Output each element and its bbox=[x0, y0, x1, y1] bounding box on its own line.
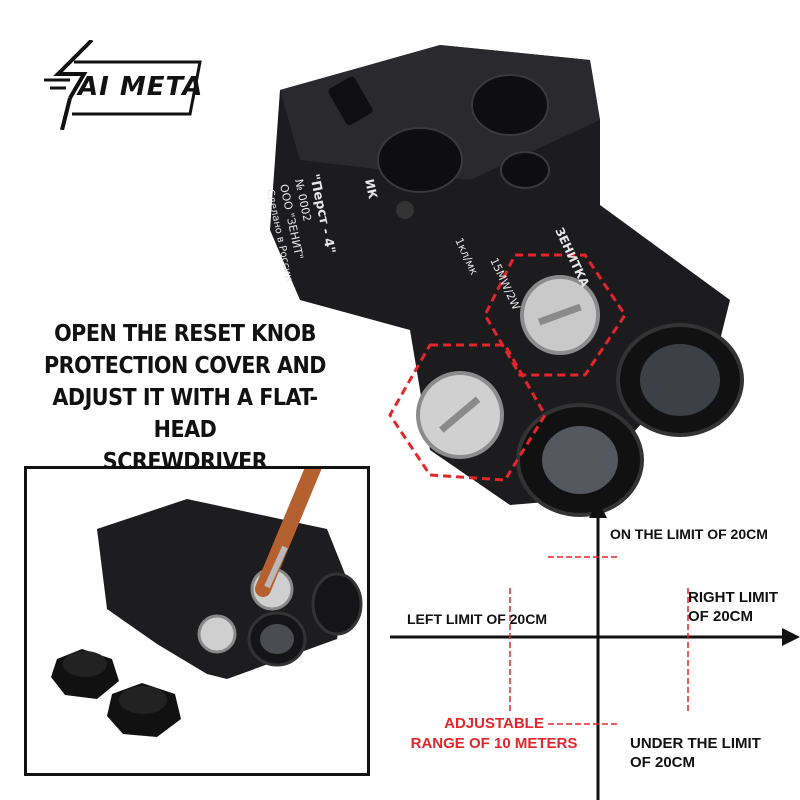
bottom-limit-label: UNDER THE LIMIT OF 20CM bbox=[630, 734, 761, 772]
instruction-text: OPEN THE RESET KNOB PROTECTION COVER AND… bbox=[40, 318, 330, 478]
adjustable-range-label: ADJUSTABLE RANGE OF 10 METERS bbox=[404, 714, 584, 754]
logo-text: AI META bbox=[78, 72, 204, 102]
instruction-line: PROTECTION COVER AND bbox=[44, 353, 327, 379]
bottom-limit-label-line: OF 20CM bbox=[630, 754, 696, 771]
vertical-axis-arrow bbox=[589, 500, 607, 518]
instruction-line: OPEN THE RESET KNOB bbox=[54, 321, 316, 347]
adjustment-diagram bbox=[390, 500, 800, 800]
horizontal-axis-arrow bbox=[782, 628, 800, 646]
right-limit-label-line: OF 20CM bbox=[688, 608, 754, 625]
inset-photo-frame bbox=[24, 466, 370, 776]
top-limit-label: ON THE LIMIT OF 20CM bbox=[610, 526, 768, 542]
range-label-line: ADJUSTABLE bbox=[444, 715, 544, 732]
laser-device-image: "Перст - 4" № 0002 ООО "ЗЕНИТ" Сделано в… bbox=[264, 45, 744, 517]
device-side-mark: ИК bbox=[362, 178, 380, 201]
bottom-limit-label-line: UNDER THE LIMIT bbox=[630, 735, 761, 752]
brand-logo bbox=[44, 40, 202, 130]
inset-device-image bbox=[51, 469, 363, 737]
right-limit-label-line: RIGHT LIMIT bbox=[688, 589, 778, 606]
range-label-line: RANGE OF 10 METERS bbox=[410, 735, 578, 752]
right-limit-label: RIGHT LIMIT OF 20CM bbox=[688, 588, 778, 626]
left-limit-label: LEFT LIMIT OF 20CM bbox=[407, 611, 547, 627]
instruction-line: ADJUST IT WITH A FLAT-HEAD bbox=[52, 385, 318, 443]
